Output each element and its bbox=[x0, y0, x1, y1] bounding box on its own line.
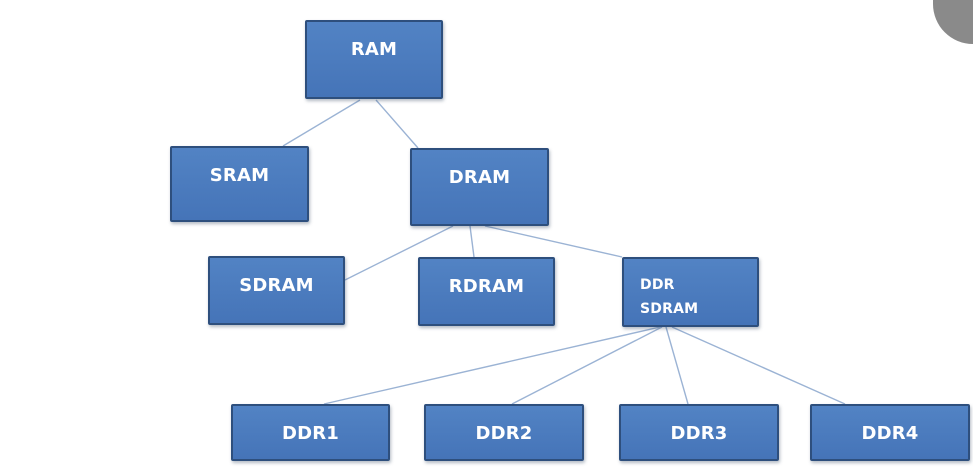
edge-dram-sdram bbox=[344, 225, 454, 281]
node-ddr4: DDR4 bbox=[810, 404, 970, 461]
node-sram: SRAM bbox=[170, 146, 309, 222]
node-rdram: RDRAM bbox=[418, 257, 555, 326]
edge-ddr-sdram-ddr4 bbox=[671, 326, 846, 405]
node-ram: RAM bbox=[305, 20, 443, 99]
node-dram: DRAM bbox=[410, 148, 549, 226]
node-ddr-sdram-line2: SDRAM bbox=[640, 301, 699, 317]
edge-dram-rdram bbox=[469, 225, 475, 258]
edge-ram-dram bbox=[375, 99, 419, 149]
node-sdram: SDRAM bbox=[208, 256, 345, 325]
node-ddr2: DDR2 bbox=[424, 404, 584, 461]
node-ddr-sdram: DDR SDRAM bbox=[622, 257, 759, 327]
edge-ddr-sdram-ddr2 bbox=[511, 326, 663, 405]
edge-ram-sram bbox=[282, 99, 361, 147]
edge-ddr-sdram-ddr1 bbox=[323, 326, 661, 405]
node-ddr-sdram-line1: DDR bbox=[640, 277, 675, 293]
node-ddr1: DDR1 bbox=[231, 404, 390, 461]
node-ddr3: DDR3 bbox=[619, 404, 779, 461]
edge-dram-ddr-sdram bbox=[484, 225, 623, 258]
edge-ddr-sdram-ddr3 bbox=[665, 326, 689, 405]
